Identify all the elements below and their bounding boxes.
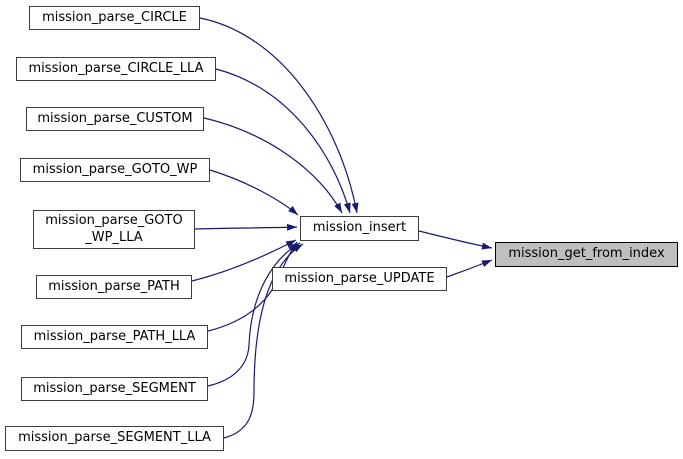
node-mission-parse-circle[interactable]: mission_parse_CIRCLE <box>29 6 200 30</box>
node-mission-parse-custom[interactable]: mission_parse_CUSTOM <box>26 107 204 131</box>
edge-insert-to-get-from-index <box>418 230 493 250</box>
node-mission-parse-path-lla[interactable]: mission_parse_PATH_LLA <box>21 325 208 349</box>
edge-circle-to-insert <box>199 17 359 214</box>
node-mission-parse-circle-lla[interactable]: mission_parse_CIRCLE_LLA <box>16 57 216 81</box>
node-mission-parse-update[interactable]: mission_parse_UPDATE <box>272 267 447 291</box>
edge-goto-wp-to-insert <box>209 169 299 216</box>
node-mission-parse-segment[interactable]: mission_parse_SEGMENT <box>21 377 208 401</box>
node-mission-parse-segment-lla[interactable]: mission_parse_SEGMENT_LLA <box>5 426 224 451</box>
edge-segment-to-insert <box>207 242 301 387</box>
edge-custom-to-insert <box>203 117 343 214</box>
node-mission-insert[interactable]: mission_insert <box>300 216 419 241</box>
edge-circle-lla-to-insert <box>215 68 351 214</box>
edge-update-to-get-from-index <box>446 259 493 278</box>
node-mission-parse-goto-wp[interactable]: mission_parse_GOTO_WP <box>20 158 210 182</box>
node-mission-get-from-index: mission_get_from_index <box>495 242 678 267</box>
node-mission-parse-path[interactable]: mission_parse_PATH <box>36 275 192 299</box>
edge-goto-wp-lla-to-insert <box>194 223 298 231</box>
node-mission-parse-goto-wp-lla[interactable]: mission_parse_GOTO _WP_LLA <box>33 210 195 249</box>
